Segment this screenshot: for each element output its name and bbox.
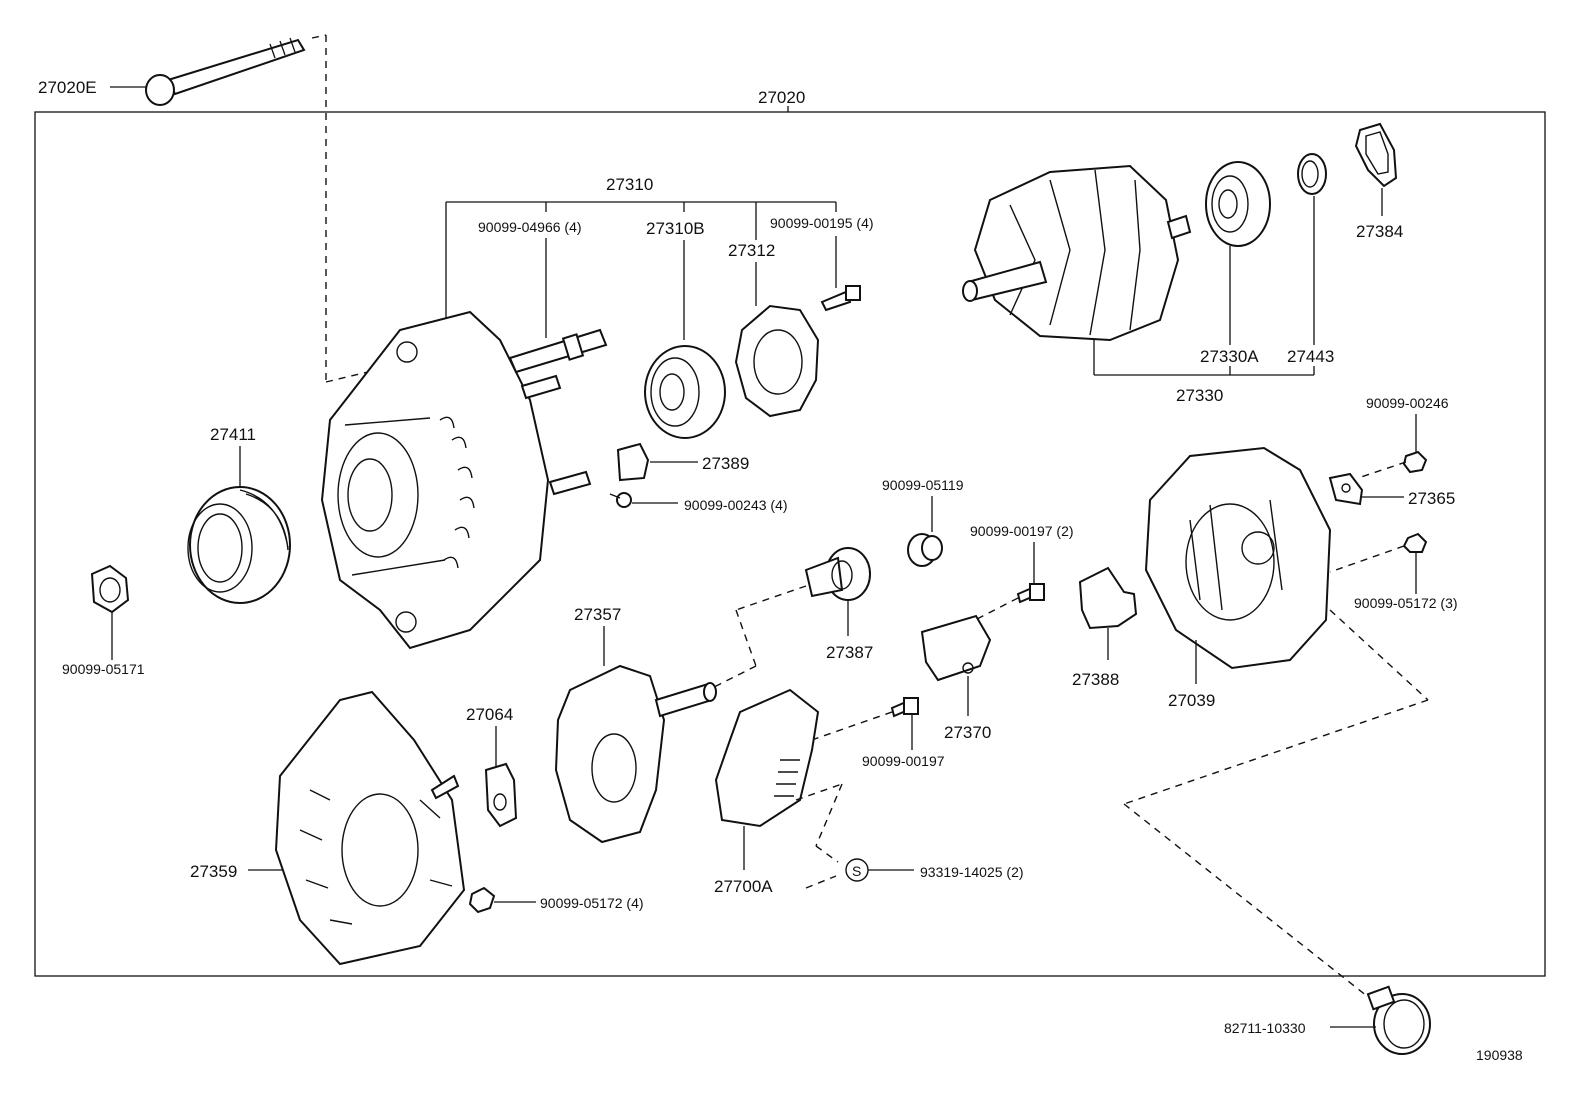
label-90099-05172-4: 90099-05172 (4) <box>540 895 644 911</box>
label-27388: 27388 <box>1072 670 1119 689</box>
label-27359: 27359 <box>190 862 237 881</box>
label-90099-05119: 90099-05119 <box>882 477 964 493</box>
label-27039: 27039 <box>1168 691 1215 710</box>
label-27310B: 27310B <box>646 219 705 238</box>
screw-90099-00195[interactable] <box>820 285 861 312</box>
label-27387: 27387 <box>826 643 873 662</box>
insulator-27064[interactable] <box>484 762 518 828</box>
label-90099-04966: 90099-04966 (4) <box>478 219 582 235</box>
label-90099-00243: 90099-00243 (4) <box>684 497 788 513</box>
terminal-insulator-27387[interactable] <box>804 547 871 601</box>
screw-90099-00197-2[interactable] <box>1016 583 1045 604</box>
s-marker-93319-14025: S <box>845 858 869 882</box>
assembly-frame <box>34 111 1546 977</box>
rear-end-cover-27039[interactable] <box>1144 446 1332 670</box>
drive-end-frame-27310[interactable] <box>320 310 550 650</box>
terminal-studs <box>520 374 592 496</box>
label-27389: 27389 <box>702 454 749 473</box>
label-90099-00197-2: 90099-00197 (2) <box>970 523 1074 539</box>
bearing-27330A[interactable] <box>1205 161 1271 247</box>
ring-27443[interactable] <box>1297 153 1327 195</box>
label-90099-00197: 90099-00197 <box>862 753 945 769</box>
bearing-27310B[interactable] <box>644 345 726 439</box>
nut-90099-05172-4[interactable] <box>468 886 496 914</box>
screw-90099-00197[interactable] <box>890 697 919 718</box>
rectifier-27357[interactable] <box>554 664 717 844</box>
screw-90099-00243[interactable] <box>609 492 632 508</box>
clamp-82711-10330[interactable] <box>1366 985 1431 1055</box>
label-27020E: 27020E <box>38 78 97 97</box>
label-93319-14025: 93319-14025 (2) <box>920 864 1024 880</box>
label-27365: 27365 <box>1408 489 1455 508</box>
terminal-insulator-27389[interactable] <box>616 442 650 482</box>
label-90099-00195: 90099-00195 (4) <box>770 215 874 231</box>
nut-90099-05171[interactable] <box>90 564 130 614</box>
cover-27384[interactable] <box>1354 122 1398 188</box>
label-90099-05171: 90099-05171 <box>62 661 145 677</box>
voltage-regulator-27700A[interactable] <box>714 688 820 828</box>
label-27384: 27384 <box>1356 222 1403 241</box>
nut-90099-00246[interactable] <box>1402 450 1428 474</box>
label-27357: 27357 <box>574 605 621 624</box>
label-27310: 27310 <box>606 175 653 194</box>
brush-holder-27370[interactable] <box>920 614 992 682</box>
pulley-27411[interactable] <box>187 486 291 604</box>
rectifier-end-frame-27359[interactable] <box>274 690 466 966</box>
diagram-code: 190938 <box>1476 1047 1523 1063</box>
svg-text:S: S <box>852 863 861 879</box>
label-27312: 27312 <box>728 241 775 260</box>
label-27330: 27330 <box>1176 386 1223 405</box>
label-90099-05172-3: 90099-05172 (3) <box>1354 595 1458 611</box>
label-82711-10330: 82711-10330 <box>1224 1020 1306 1036</box>
label-90099-00246: 90099-00246 <box>1366 395 1449 411</box>
label-27020: 27020 <box>758 88 805 107</box>
label-27411: 27411 <box>210 425 256 444</box>
label-27443: 27443 <box>1287 347 1334 366</box>
rotor-27330[interactable] <box>962 164 1192 342</box>
label-27370: 27370 <box>944 723 991 742</box>
label-27330A: 27330A <box>1200 347 1259 366</box>
label-27064: 27064 <box>466 705 513 724</box>
insulator-27388[interactable] <box>1078 566 1138 630</box>
nut-90099-05172-3[interactable] <box>1402 532 1428 553</box>
retainer-plate-27312[interactable] <box>734 304 820 418</box>
through-bolt-27020E[interactable] <box>145 37 306 106</box>
bushing-90099-05119[interactable] <box>907 533 943 567</box>
stud-bolt-90099-04966[interactable] <box>508 328 608 374</box>
label-27700A: 27700A <box>714 877 773 896</box>
bracket-27365[interactable] <box>1328 472 1364 506</box>
